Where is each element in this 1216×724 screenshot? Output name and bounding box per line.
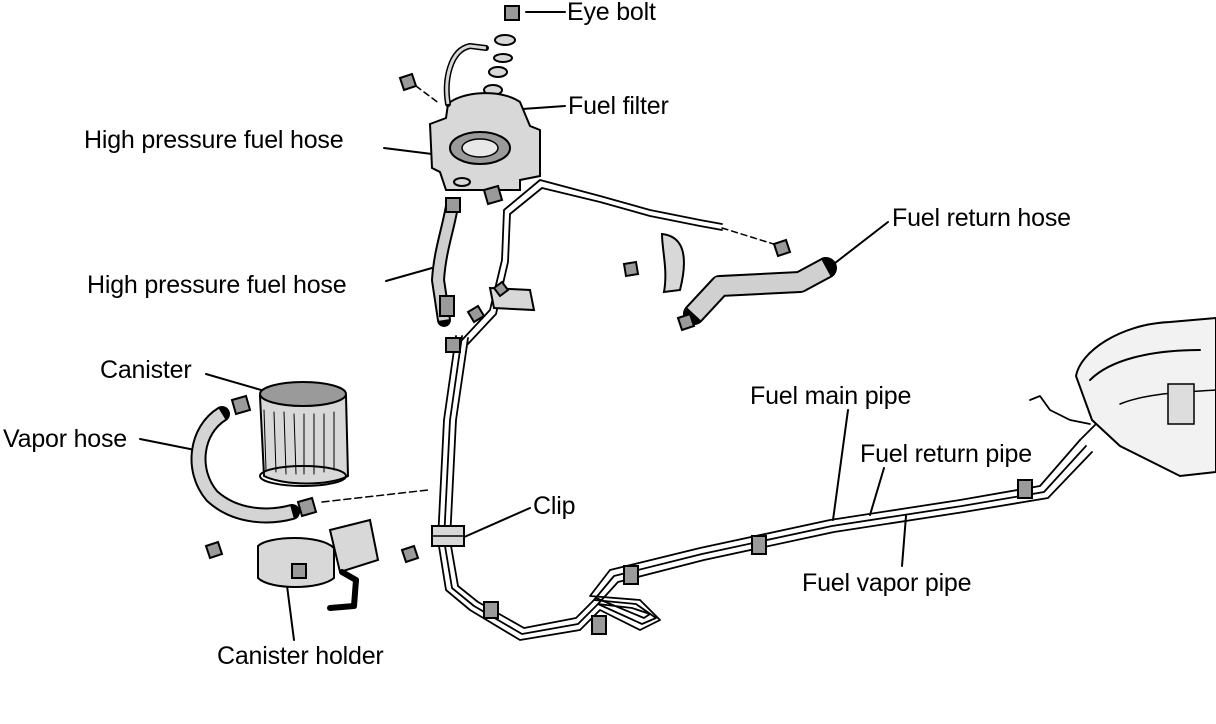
canister-holder — [204, 518, 420, 611]
label-fuel-vapor-pipe: Fuel vapor pipe — [802, 569, 972, 597]
fuel-return-hose — [622, 232, 837, 332]
eye-bolt — [483, 5, 520, 96]
label-clip: Clip — [533, 492, 576, 520]
return-dashed-line — [721, 227, 781, 247]
label-fuel-filter: Fuel filter — [568, 92, 669, 120]
clip-part — [431, 525, 465, 547]
leader-lines — [139, 11, 907, 641]
label-fuel-main-pipe: Fuel main pipe — [750, 382, 912, 410]
fuel-tank — [1074, 316, 1216, 478]
label-fuel-return-hose: Fuel return hose — [892, 204, 1071, 232]
label-high-pressure-fuel-hose-lower: High pressure fuel hose — [87, 271, 347, 299]
high-pressure-fuel-hose-lower — [431, 197, 486, 327]
fuel-filter — [398, 43, 541, 206]
pipe-clips — [445, 337, 1033, 635]
label-fuel-return-pipe: Fuel return pipe — [860, 440, 1032, 468]
label-high-pressure-fuel-hose-upper: High pressure fuel hose — [84, 126, 344, 154]
canister-part — [230, 381, 350, 487]
label-eye-bolt: Eye bolt — [567, 0, 656, 26]
label-canister: Canister — [100, 356, 192, 384]
label-vapor-hose: Vapor hose — [3, 425, 128, 453]
label-canister-holder: Canister holder — [217, 642, 384, 670]
pipe-bracket — [488, 280, 536, 312]
vapor-hose — [190, 406, 429, 524]
